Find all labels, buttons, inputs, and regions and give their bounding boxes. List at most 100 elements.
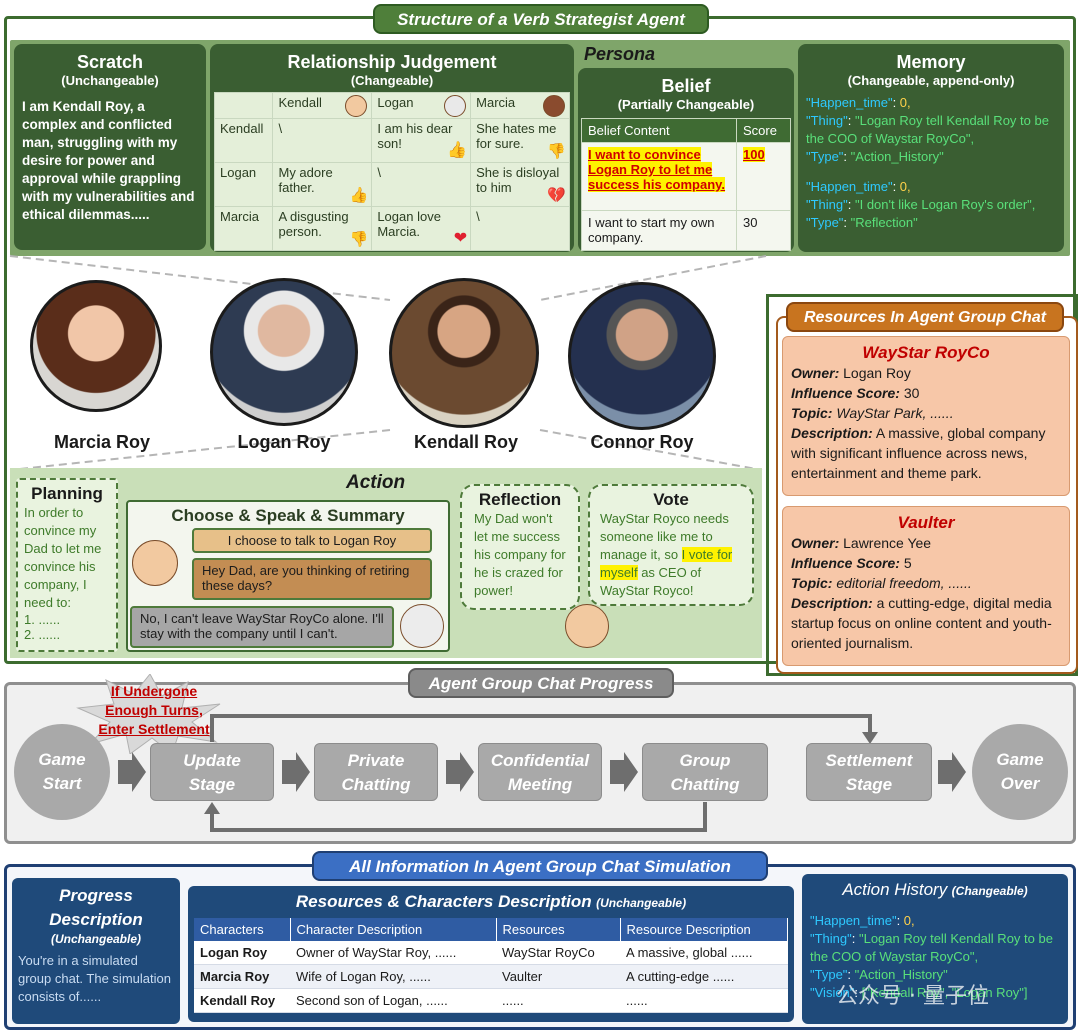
memory-entry-2: "Happen_time": 0, "Thing": "I don't like… bbox=[806, 179, 1036, 230]
char-name-kendall: Kendall Roy bbox=[413, 432, 519, 452]
kendall-chat-icon bbox=[132, 540, 178, 586]
belief-content-2: I want to start my own company. bbox=[581, 210, 737, 251]
belief-content-1: I want to convince Logan Roy to let me s… bbox=[581, 142, 737, 211]
resource-name: Vaulter bbox=[897, 513, 955, 532]
resource-card-vaulter: Vaulter Owner: Lawrence Yee Influence Sc… bbox=[782, 506, 1070, 666]
rel-cell: She hates me for sure.👎 bbox=[470, 118, 570, 163]
rel-cell: She is disloyal to him💔 bbox=[470, 162, 570, 207]
vote-text: WayStar Royco needs someone like me to m… bbox=[600, 511, 733, 598]
memory-title: Memory bbox=[896, 52, 966, 72]
thumbs-up-icon: 👍 bbox=[349, 187, 369, 204]
memory-panel: Memory (Changeable, append-only) "Happen… bbox=[798, 44, 1064, 252]
rc-title: Resources & Characters Description (Unch… bbox=[295, 892, 687, 911]
resources-title: Resources In Agent Group Chat bbox=[786, 302, 1064, 332]
structure-title: Structure of a Verb Strategist Agent bbox=[373, 4, 709, 34]
belief-header-content: Belief Content bbox=[581, 118, 737, 143]
progress-desc-text: You're in a simulated group chat. The si… bbox=[18, 953, 171, 1004]
thumbs-down-icon: 👎 bbox=[349, 231, 369, 248]
reflection-title: Reflection bbox=[478, 490, 562, 509]
rel-cell: \ bbox=[371, 162, 472, 207]
row-kendall: Kendall bbox=[213, 118, 274, 163]
watermark: 公众号 · 量子位 bbox=[836, 984, 989, 1009]
rel-cell: I am his dear son!👍 bbox=[371, 118, 472, 163]
connor-avatar bbox=[568, 282, 716, 430]
action-title: Action bbox=[346, 472, 406, 493]
info-title: All Information In Agent Group Chat Simu… bbox=[312, 851, 768, 881]
progress-starburst bbox=[76, 674, 221, 754]
chat-kendall: Hey Dad, are you thinking of retiring th… bbox=[192, 558, 432, 600]
belief-score-2: 30 bbox=[736, 210, 791, 251]
logan-chat-icon bbox=[400, 604, 444, 648]
logan-avatar-icon bbox=[444, 95, 467, 117]
thumbs-down-icon: 👎 bbox=[547, 143, 566, 160]
marcia-avatar bbox=[30, 280, 162, 412]
kendall-avatar bbox=[389, 278, 539, 428]
chat-choose: I choose to talk to Logan Roy bbox=[192, 528, 432, 553]
relationship-title: Relationship Judgement bbox=[287, 52, 497, 72]
persona-label: Persona bbox=[584, 44, 656, 64]
relationship-subtitle: (Changeable) bbox=[350, 73, 434, 88]
rc-table: Characters Character Description Resourc… bbox=[194, 918, 788, 1013]
thumbs-up-icon: 👍 bbox=[447, 142, 468, 159]
belief-panel: Belief (Partially Changeable) Belief Con… bbox=[578, 68, 794, 252]
progress-title: Agent Group Chat Progress bbox=[408, 668, 674, 698]
row-logan: Logan bbox=[213, 162, 274, 207]
memory-subtitle: (Changeable, append-only) bbox=[847, 73, 1015, 88]
resource-card-waystar: WayStar RoyCo Owner: Logan Roy Influence… bbox=[782, 336, 1070, 496]
char-name-logan: Logan Roy bbox=[237, 432, 331, 452]
reflection-panel: Reflection My Dad won't let me success h… bbox=[460, 484, 580, 610]
resource-name: WayStar RoyCo bbox=[862, 343, 990, 362]
planning-title: Planning bbox=[31, 484, 103, 503]
rel-cell: Logan love Marcia.❤ bbox=[371, 206, 472, 251]
planning-item-1: 1. ...... bbox=[24, 612, 61, 627]
scratch-title: Scratch bbox=[76, 52, 144, 72]
col-kendall: Kendall bbox=[272, 92, 373, 119]
rel-cell: \ bbox=[272, 118, 373, 163]
heart-icon: ❤ bbox=[453, 230, 468, 247]
marcia-avatar-icon bbox=[543, 95, 565, 117]
planning-item-2: 2. ...... bbox=[24, 627, 61, 642]
reflection-text: My Dad won't let me success his company … bbox=[474, 511, 566, 598]
char-name-connor: Connor Roy bbox=[590, 432, 694, 452]
relationship-panel: Relationship Judgement (Changeable) Kend… bbox=[210, 44, 574, 252]
chat-logan: No, I can't leave WayStar RoyCo alone. I… bbox=[130, 606, 394, 648]
rel-cell: A disgusting person.👎 bbox=[272, 206, 373, 251]
memory-entry-1: "Happen_time": 0, "Thing": "Logan Roy te… bbox=[806, 95, 1049, 164]
vote-panel: Vote WayStar Royco needs someone like me… bbox=[588, 484, 754, 606]
progress-arrows bbox=[118, 714, 966, 832]
choose-title: Choose & Speak & Summary bbox=[171, 506, 405, 525]
kendall-vote-icon bbox=[565, 604, 609, 648]
scratch-panel: Scratch (Unchangeable) I am Kendall Roy,… bbox=[14, 44, 206, 250]
col-logan: Logan bbox=[371, 92, 472, 119]
logan-avatar bbox=[210, 278, 358, 426]
belief-table: Belief Content Score I want to convince … bbox=[581, 118, 791, 251]
col-marcia: Marcia bbox=[470, 92, 570, 119]
belief-title: Belief bbox=[661, 76, 711, 96]
scratch-subtitle: (Unchangeable) bbox=[61, 73, 159, 88]
table-row: Marcia Roy Wife of Logan Roy, ...... Vau… bbox=[194, 964, 788, 989]
planning-panel: Planning In order to convince my Dad to … bbox=[16, 478, 118, 652]
belief-subtitle: (Partially Changeable) bbox=[617, 97, 755, 112]
settlement-note: If Undergone Enough Turns, Enter Settlem… bbox=[98, 683, 210, 737]
rc-panel: Resources & Characters Description (Unch… bbox=[188, 886, 794, 1022]
relationship-table: Kendall Logan Marcia Kendall \ I am his … bbox=[213, 92, 570, 251]
kendall-avatar-icon bbox=[345, 95, 368, 117]
action-history-panel: Action History (Changeable) "Happen_time… bbox=[802, 874, 1068, 1024]
belief-score-1: 100 bbox=[736, 142, 791, 211]
history-entry: "Happen_time": 0, "Thing": "Logan Roy te… bbox=[810, 913, 1053, 1000]
row-marcia: Marcia bbox=[213, 206, 274, 251]
rel-cell: My adore father.👍 bbox=[272, 162, 373, 207]
table-row: Logan Roy Owner of WayStar Roy, ...... W… bbox=[194, 941, 788, 965]
table-row: Kendall Roy Second son of Logan, ...... … bbox=[194, 988, 788, 1013]
scratch-text: I am Kendall Roy, a complex and conflict… bbox=[22, 99, 195, 222]
progress-desc-panel: Progress Description (Unchangeable) You'… bbox=[12, 878, 180, 1024]
planning-text: In order to convince my Dad to let me co… bbox=[24, 505, 102, 610]
char-name-marcia: Marcia Roy bbox=[53, 432, 151, 452]
